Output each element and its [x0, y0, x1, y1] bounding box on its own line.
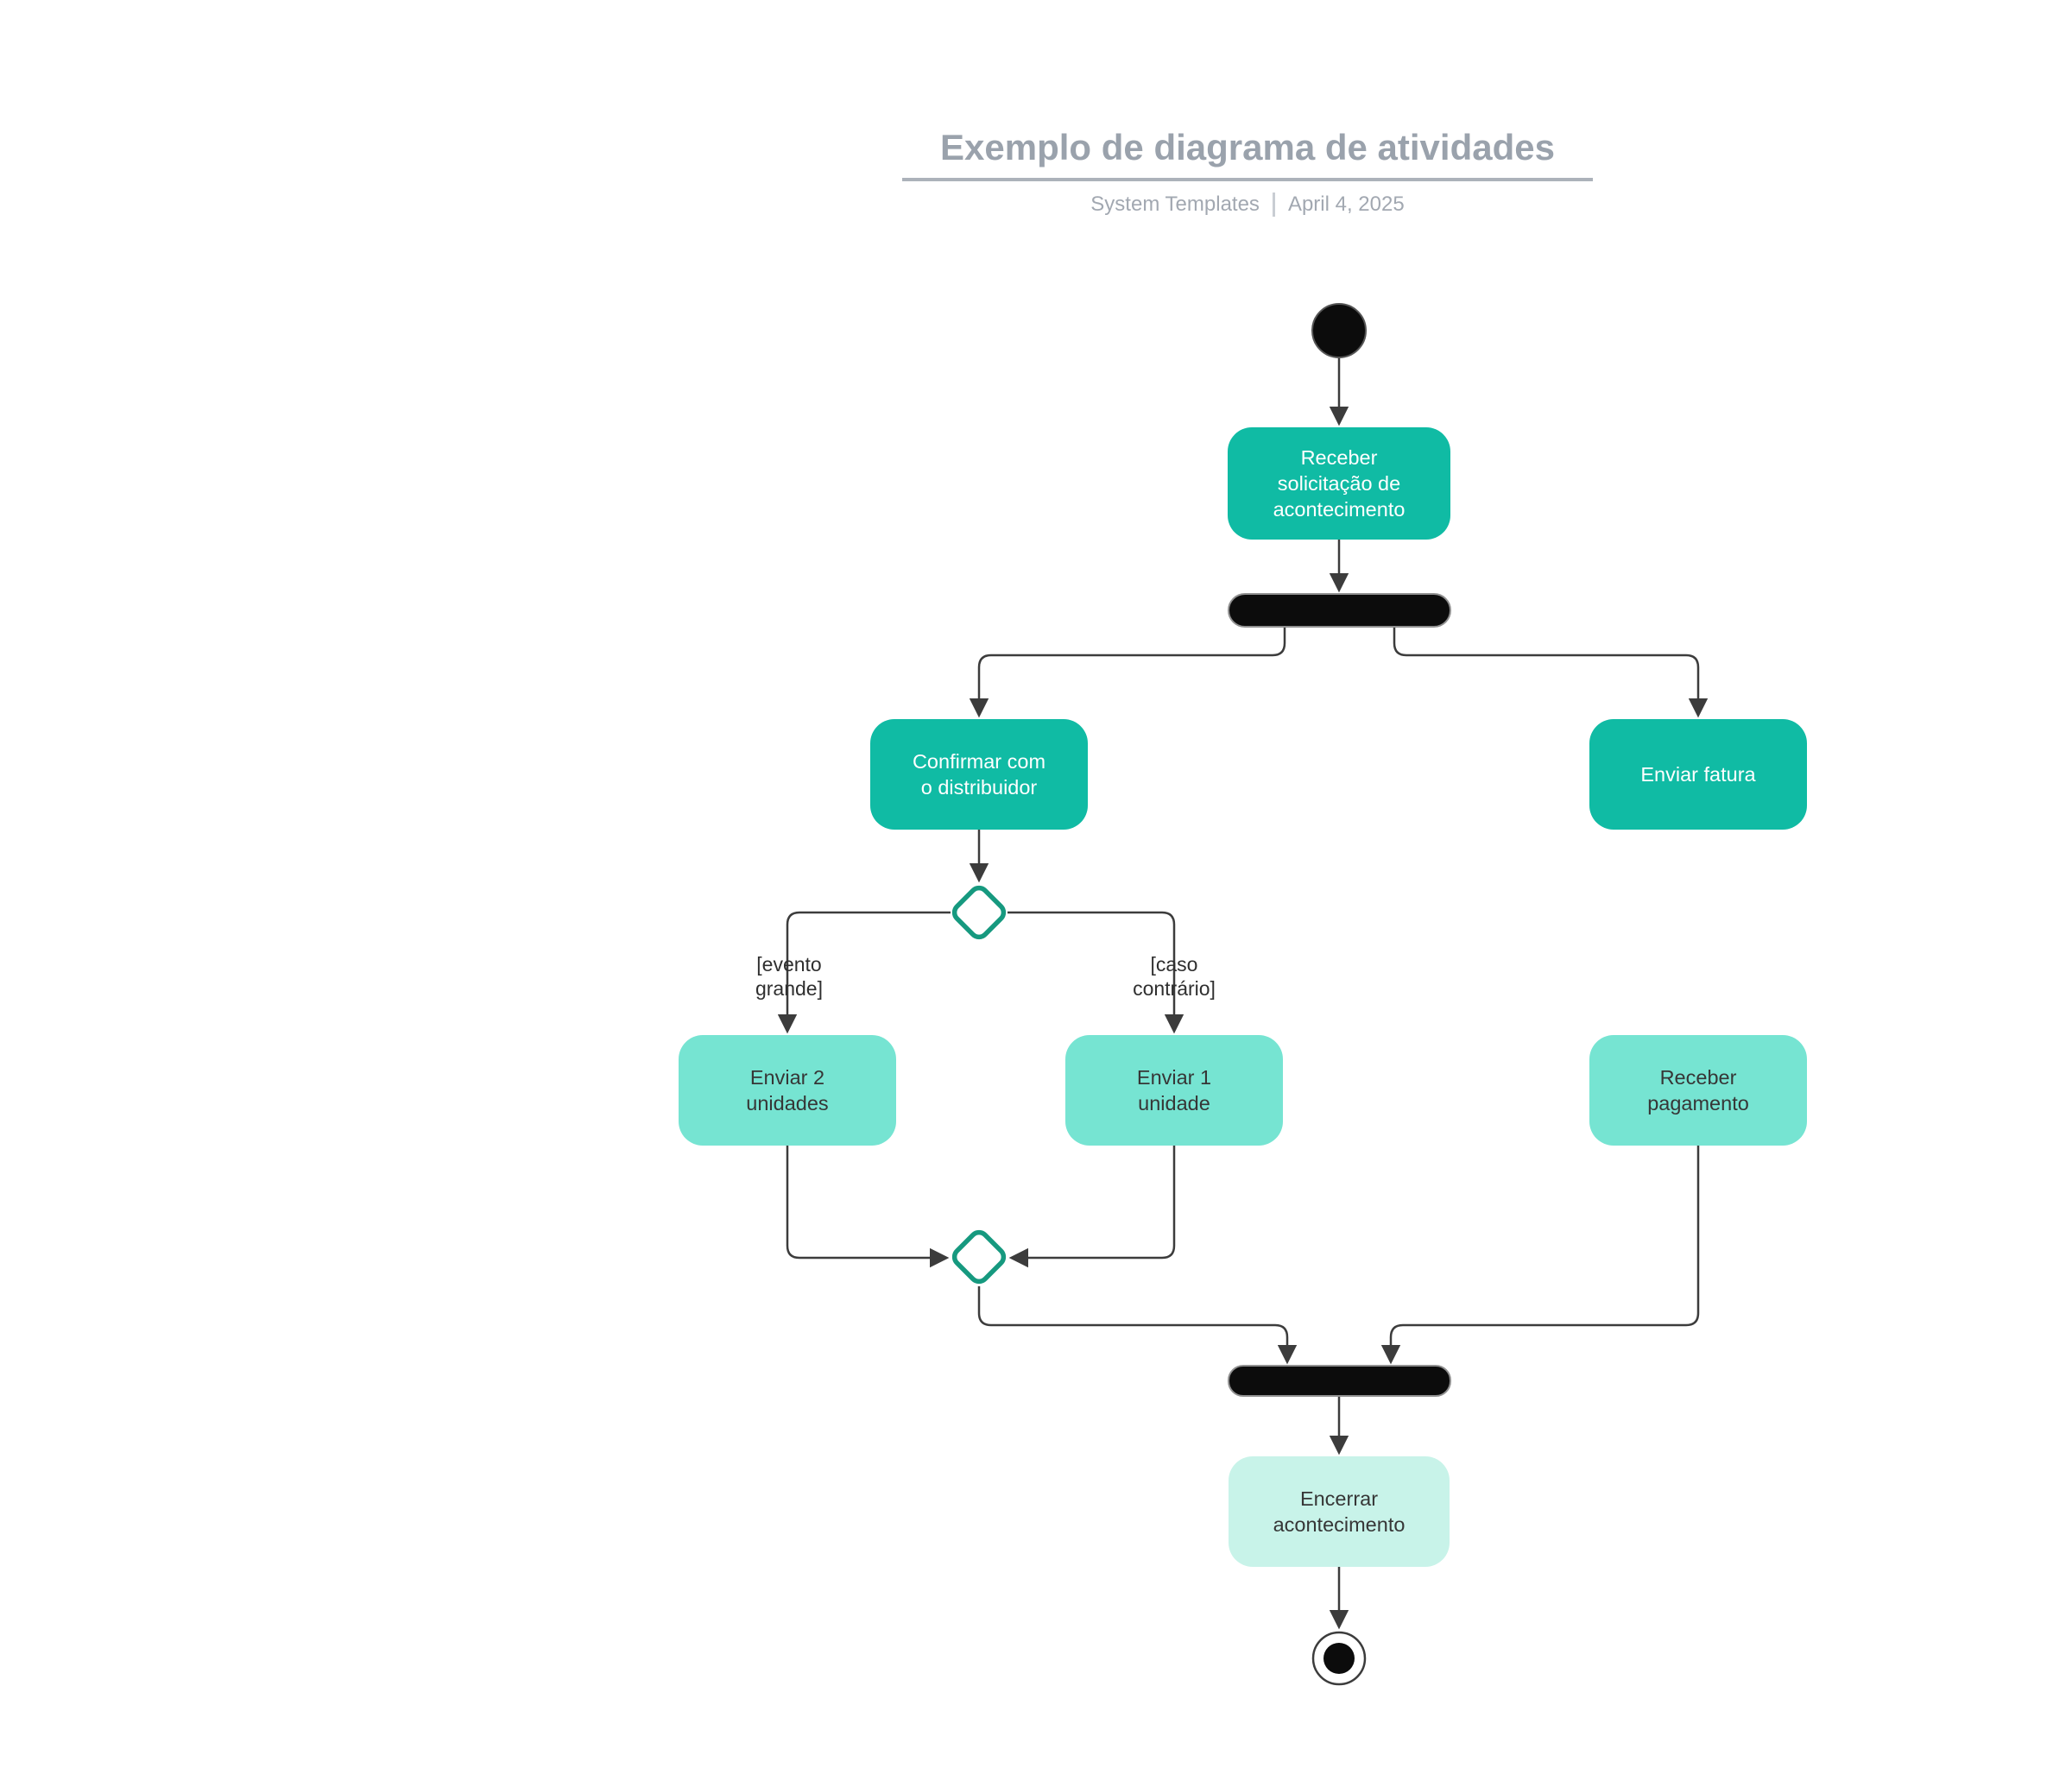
- activity-label: Enviar 2 unidades: [746, 1065, 829, 1114]
- merge-node[interactable]: [951, 1228, 1007, 1285]
- page-title: Exemplo de diagrama de atividades: [940, 127, 1555, 167]
- activity-label: Receber pagamento: [1647, 1065, 1749, 1114]
- activity-enviar-1-unidade[interactable]: Enviar 1 unidade: [1065, 1035, 1283, 1146]
- byline-date: April 4, 2025: [1287, 193, 1405, 217]
- edge-fork-to-confirmar: [969, 627, 1286, 718]
- edge-receber-pagamento-to-join: [1380, 1146, 1700, 1365]
- activity-enviar-fatura[interactable]: Enviar fatura: [1589, 719, 1807, 830]
- guard-label-caso-contrario: [caso contrário]: [1133, 953, 1216, 1001]
- byline-divider: [1272, 193, 1275, 218]
- join-bar[interactable]: [1228, 1365, 1451, 1397]
- activity-receber-solicitacao[interactable]: Receber solicitação de acontecimento: [1228, 427, 1450, 540]
- byline-author: System Templates: [1090, 193, 1260, 217]
- edge-decision-to-enviar-1: [1008, 911, 1184, 1034]
- fork-bar[interactable]: [1228, 593, 1451, 628]
- edge-decision-to-enviar-2: [777, 911, 951, 1034]
- byline: System Templates April 4, 2025: [902, 193, 1593, 218]
- edge-fork-to-enviar-fatura: [1393, 627, 1709, 718]
- edge-enviar-2-to-merge: [786, 1146, 950, 1268]
- decision-node[interactable]: [951, 884, 1007, 940]
- activity-confirmar-distribuidor[interactable]: Confirmar com o distribuidor: [870, 719, 1088, 830]
- initial-node[interactable]: [1311, 303, 1367, 358]
- activity-receber-pagamento[interactable]: Receber pagamento: [1589, 1035, 1807, 1146]
- edge-enviar-1-to-merge: [1008, 1146, 1176, 1268]
- final-node[interactable]: [1311, 1631, 1367, 1686]
- activity-label: Enviar 1 unidade: [1136, 1065, 1212, 1114]
- activity-label: Enviar fatura: [1640, 762, 1756, 786]
- edge-merge-to-join: [977, 1286, 1298, 1365]
- diagram-header: Exemplo de diagrama de atividades System…: [902, 127, 1593, 218]
- guard-label-evento-grande: [evento grande]: [755, 953, 823, 1001]
- activity-enviar-2-unidades[interactable]: Enviar 2 unidades: [679, 1035, 896, 1146]
- title-underline: [902, 178, 1593, 182]
- activity-label: Confirmar com o distribuidor: [912, 749, 1046, 799]
- final-node-inner-dot: [1323, 1643, 1355, 1674]
- activity-encerrar-acontecimento[interactable]: Encerrar acontecimento: [1229, 1456, 1450, 1567]
- activity-label: Encerrar acontecimento: [1273, 1487, 1406, 1536]
- activity-label: Receber solicitação de acontecimento: [1273, 445, 1406, 521]
